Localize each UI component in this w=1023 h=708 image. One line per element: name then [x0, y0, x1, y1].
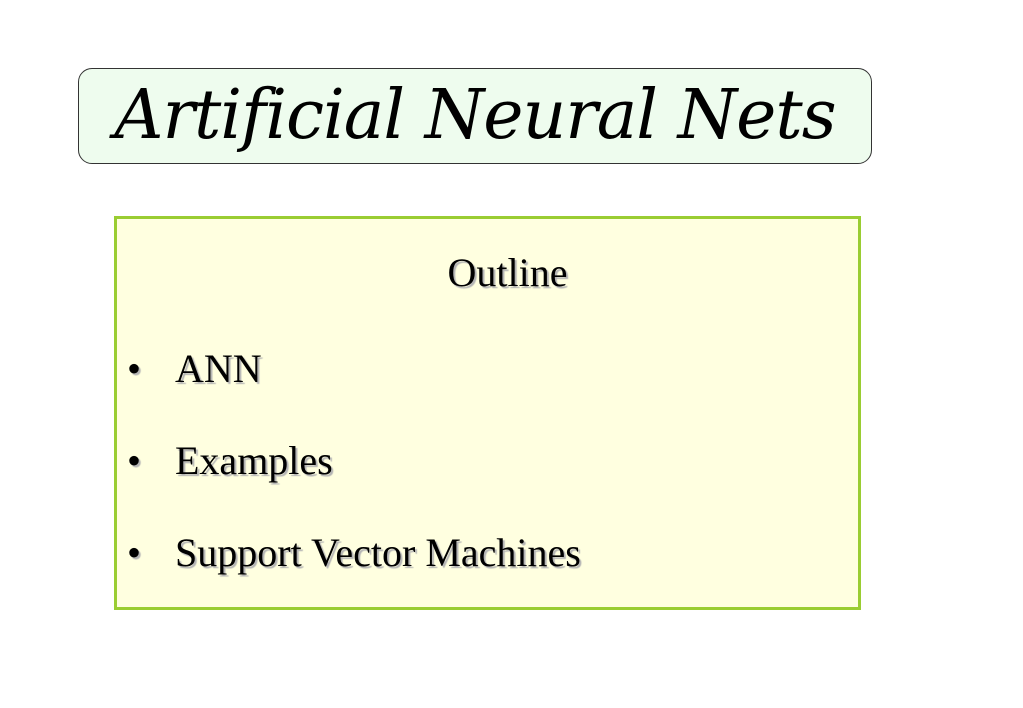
bullet-list: • ANN • Examples • Support Vector Machin… — [127, 349, 581, 625]
list-item-label: Examples — [175, 438, 333, 483]
outline-heading: Outline — [117, 253, 858, 293]
bullet-icon: • — [127, 346, 142, 391]
slide-title: Artificial Neural Nets — [114, 76, 836, 155]
bullet-icon: • — [127, 438, 142, 483]
list-item-label: ANN — [175, 346, 262, 391]
outline-heading-text: Outline — [447, 250, 568, 295]
bullet-icon: • — [127, 530, 142, 575]
list-item: • Support Vector Machines — [127, 533, 581, 625]
list-item: • ANN — [127, 349, 581, 441]
list-item-label: Support Vector Machines — [175, 530, 581, 575]
title-box: Artificial Neural Nets — [78, 68, 872, 164]
list-item: • Examples — [127, 441, 581, 533]
outline-box: Outline • ANN • Examples • Support Vecto… — [114, 216, 861, 610]
